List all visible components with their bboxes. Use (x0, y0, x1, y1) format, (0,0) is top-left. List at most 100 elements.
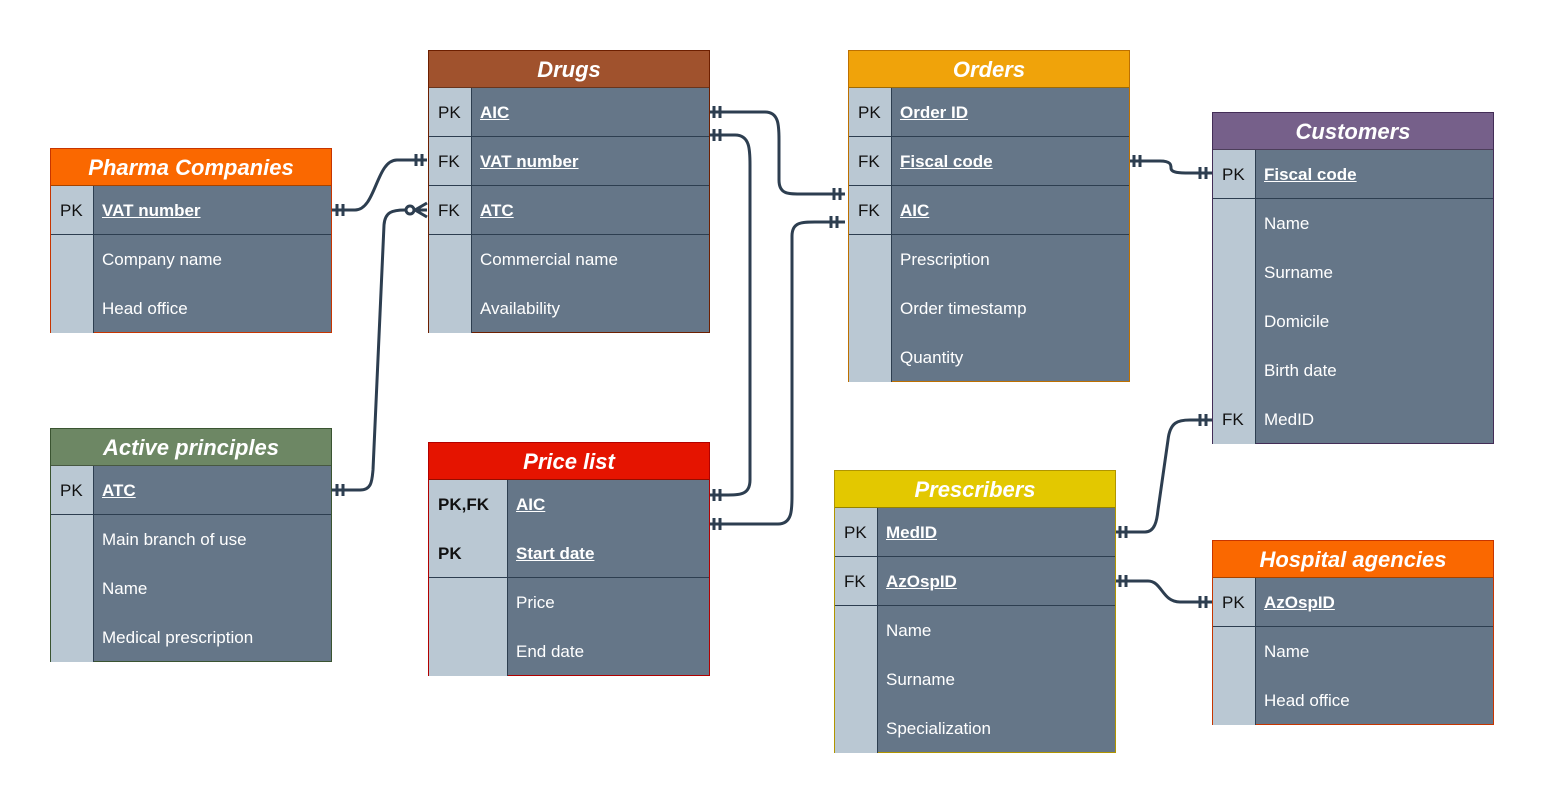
entity-customers[interactable]: Customers PK Fiscal code Name Surname Do… (1212, 112, 1494, 444)
attribute-name: Quantity (900, 348, 964, 367)
attribute-row: Medical prescription (51, 613, 331, 662)
key-label (51, 564, 93, 613)
attribute-row: PK ATC (51, 466, 331, 515)
key-label (51, 515, 93, 564)
entity-hospital-agencies[interactable]: Hospital agencies PK AzOspID Name Head o… (1212, 540, 1494, 725)
attribute-row: Surname (1213, 248, 1493, 297)
key-column (849, 88, 892, 382)
key-label: FK (1222, 410, 1244, 429)
rel-drugs-pricelist (710, 133, 752, 497)
attribute-name: AIC (516, 495, 546, 514)
key-label: FK (438, 152, 460, 171)
rel-orders-customers (1130, 159, 1212, 175)
attribute-row: Birth date (1213, 346, 1493, 395)
attribute-row: Name (1213, 627, 1493, 676)
attribute-name: Order timestamp (900, 299, 1027, 318)
attribute-row: Prescription (849, 235, 1129, 284)
attribute-row: Head office (1213, 676, 1493, 725)
attribute-name: Domicile (1264, 312, 1330, 331)
key-column (1213, 578, 1256, 725)
attribute-row: Name (1213, 199, 1493, 248)
key-label (1213, 297, 1255, 346)
key-label (849, 235, 891, 284)
mark-zero (404, 204, 416, 216)
attribute-name: Name (1264, 214, 1310, 233)
entity-active-principles[interactable]: Active principles PK ATC Main branch of … (50, 428, 332, 662)
entity-prescribers[interactable]: Prescribers PK MedID FK AzOspID Name Sur… (834, 470, 1116, 753)
key-label: PK,FK (438, 495, 489, 514)
attribute-row: Head office (51, 284, 331, 333)
attribute-name: Fiscal code (900, 152, 993, 171)
attribute-row: PK,FK AIC (429, 480, 709, 529)
key-column (429, 88, 472, 333)
attribute-name: Company name (102, 250, 223, 269)
attribute-name: Name (1264, 642, 1310, 661)
key-label (849, 284, 891, 333)
attribute-row: Company name (51, 235, 331, 284)
key-label (1213, 248, 1255, 297)
entity-title: Hospital agencies (1213, 541, 1493, 578)
key-label (429, 627, 507, 676)
key-label: FK (844, 572, 866, 591)
entity-title: Prescribers (835, 471, 1115, 508)
entity-price-list[interactable]: Price list PK,FK AIC PK Start date Price… (428, 442, 710, 676)
attribute-row: Specialization (835, 704, 1115, 753)
entity-pharma-companies[interactable]: Pharma Companies PK VAT number Company n… (50, 148, 332, 333)
entity-title: Orders (849, 51, 1129, 88)
attribute-row: PK AIC (429, 88, 709, 137)
key-label (849, 333, 891, 382)
entity-drugs[interactable]: Drugs PK AIC FK VAT number FK ATC Commer… (428, 50, 710, 333)
rel-drugs-orders (710, 110, 845, 196)
entity-title: Drugs (429, 51, 709, 88)
attribute-name: AzOspID (886, 572, 957, 591)
key-label: PK (1222, 593, 1245, 612)
key-column (51, 186, 94, 333)
attribute-row: FK ATC (429, 186, 709, 235)
entity-orders[interactable]: Orders PK Order ID FK Fiscal code FK AIC… (848, 50, 1130, 382)
attribute-name: Head office (102, 299, 188, 318)
key-label: PK (60, 201, 83, 220)
attribute-name: Name (886, 621, 932, 640)
key-label (835, 606, 877, 655)
attribute-row: FK AzOspID (835, 557, 1115, 606)
attribute-row: End date (429, 627, 709, 676)
attribute-name: ATC (480, 201, 514, 220)
attribute-row: PK Fiscal code (1213, 150, 1493, 199)
attribute-name: AzOspID (1264, 593, 1335, 612)
attribute-name: Prescription (900, 250, 990, 269)
key-label (51, 613, 93, 662)
attribute-row: Name (835, 606, 1115, 655)
attribute-row: PK AzOspID (1213, 578, 1493, 627)
key-label (429, 235, 471, 284)
rel-pricelist-orders (710, 220, 845, 526)
attribute-name: Specialization (886, 719, 991, 738)
key-label: FK (858, 201, 880, 220)
rel-prescribers-hospital (1116, 579, 1212, 604)
attribute-name: MedID (886, 523, 937, 542)
key-column (1213, 150, 1256, 444)
attribute-row: PK Start date (429, 529, 709, 578)
key-label (835, 655, 877, 704)
attribute-name: Head office (1264, 691, 1350, 710)
attribute-row: PK MedID (835, 508, 1115, 557)
key-label (1213, 346, 1255, 395)
attribute-row: Price (429, 578, 709, 627)
entity-title: Customers (1213, 113, 1493, 150)
attribute-row: PK Order ID (849, 88, 1129, 137)
key-label (51, 235, 93, 284)
key-label (429, 578, 507, 627)
key-column (429, 480, 508, 676)
key-label: PK (60, 481, 83, 500)
key-column (51, 466, 94, 662)
attribute-name: Order ID (900, 103, 969, 122)
attribute-name: Price (516, 593, 555, 612)
mark-many (414, 201, 428, 219)
key-label (429, 284, 471, 333)
key-label: FK (438, 201, 460, 220)
attribute-row: Name (51, 564, 331, 613)
key-label: PK (438, 544, 462, 563)
attribute-name: AIC (900, 201, 930, 220)
rel-active-drugs (332, 208, 427, 492)
attribute-name: Commercial name (480, 250, 618, 269)
key-label (51, 284, 93, 333)
